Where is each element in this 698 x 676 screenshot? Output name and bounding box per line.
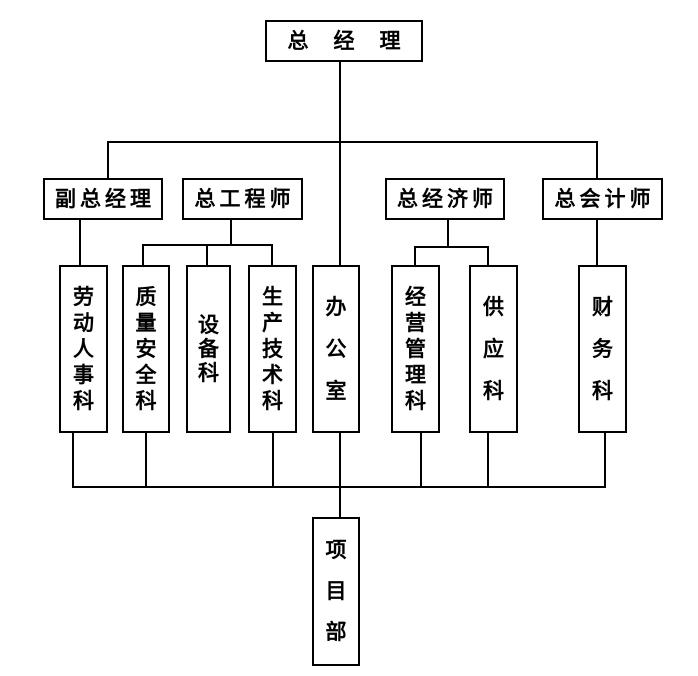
box-project-dept: 项目部	[312, 517, 360, 666]
box-business-management-dept: 经营管理科	[391, 265, 440, 433]
bus-collector	[72, 486, 606, 488]
box-supply-dept: 供应科	[469, 265, 518, 433]
box-labor-personnel-dept: 劳动人事科	[59, 265, 108, 433]
general-manager-label: 总经理	[287, 28, 401, 53]
production-technology-dept-label: 生产技术科	[262, 284, 283, 413]
drop-office-to-project	[339, 433, 341, 517]
box-finance-dept: 财务科	[578, 265, 627, 433]
box-quality-safety-dept: 质量安全科	[122, 265, 170, 433]
box-chief-engineer: 总工程师	[182, 178, 303, 220]
drop-finance	[604, 433, 606, 488]
chief-economist-label: 总经济师	[397, 186, 493, 211]
connector-to-business-management	[414, 247, 416, 265]
box-chief-economist: 总经济师	[385, 178, 505, 220]
supply-dept-label: 供应科	[483, 294, 504, 403]
chief-accountant-label: 总会计师	[554, 186, 651, 211]
connector-engineer-down	[230, 220, 232, 245]
box-office: 办公室	[312, 265, 360, 433]
connector-deputy-to-labor	[79, 220, 81, 265]
box-deputy-general-manager: 副总经理	[43, 178, 163, 220]
chief-engineer-label: 总工程师	[194, 186, 291, 211]
connector-bus-to-deputy	[107, 142, 109, 178]
drop-production-technology	[272, 433, 274, 488]
connector-to-quality-safety	[142, 245, 144, 265]
business-management-dept-label: 经营管理科	[405, 284, 426, 413]
drop-supply	[487, 433, 489, 488]
project-dept-label: 项目部	[325, 538, 347, 644]
connector-accountant-to-finance	[596, 220, 598, 265]
finance-dept-label: 财务科	[592, 294, 613, 403]
office-label: 办公室	[325, 294, 347, 403]
labor-personnel-dept-label: 劳动人事科	[73, 284, 94, 413]
connector-to-production	[271, 245, 273, 265]
box-equipment-dept: 设备科	[186, 265, 231, 433]
connector-economist-down	[447, 220, 449, 247]
equipment-dept-label: 设备科	[198, 312, 219, 385]
drop-labor-personnel	[72, 433, 74, 488]
connector-to-supply	[487, 247, 489, 265]
box-chief-accountant: 总会计师	[542, 178, 663, 220]
quality-safety-dept-label: 质量安全科	[135, 284, 157, 413]
drop-business-management	[420, 433, 422, 488]
bus-level2	[107, 141, 598, 143]
bus-economist	[414, 246, 489, 248]
connector-bus-to-accountant	[596, 142, 598, 178]
deputy-general-manager-label: 副总经理	[55, 186, 151, 211]
box-general-manager: 总经理	[265, 20, 423, 62]
connector-to-equipment	[206, 245, 208, 265]
box-production-technology-dept: 生产技术科	[248, 265, 297, 433]
connector-root-to-office	[339, 62, 341, 265]
drop-quality-safety	[145, 433, 147, 488]
